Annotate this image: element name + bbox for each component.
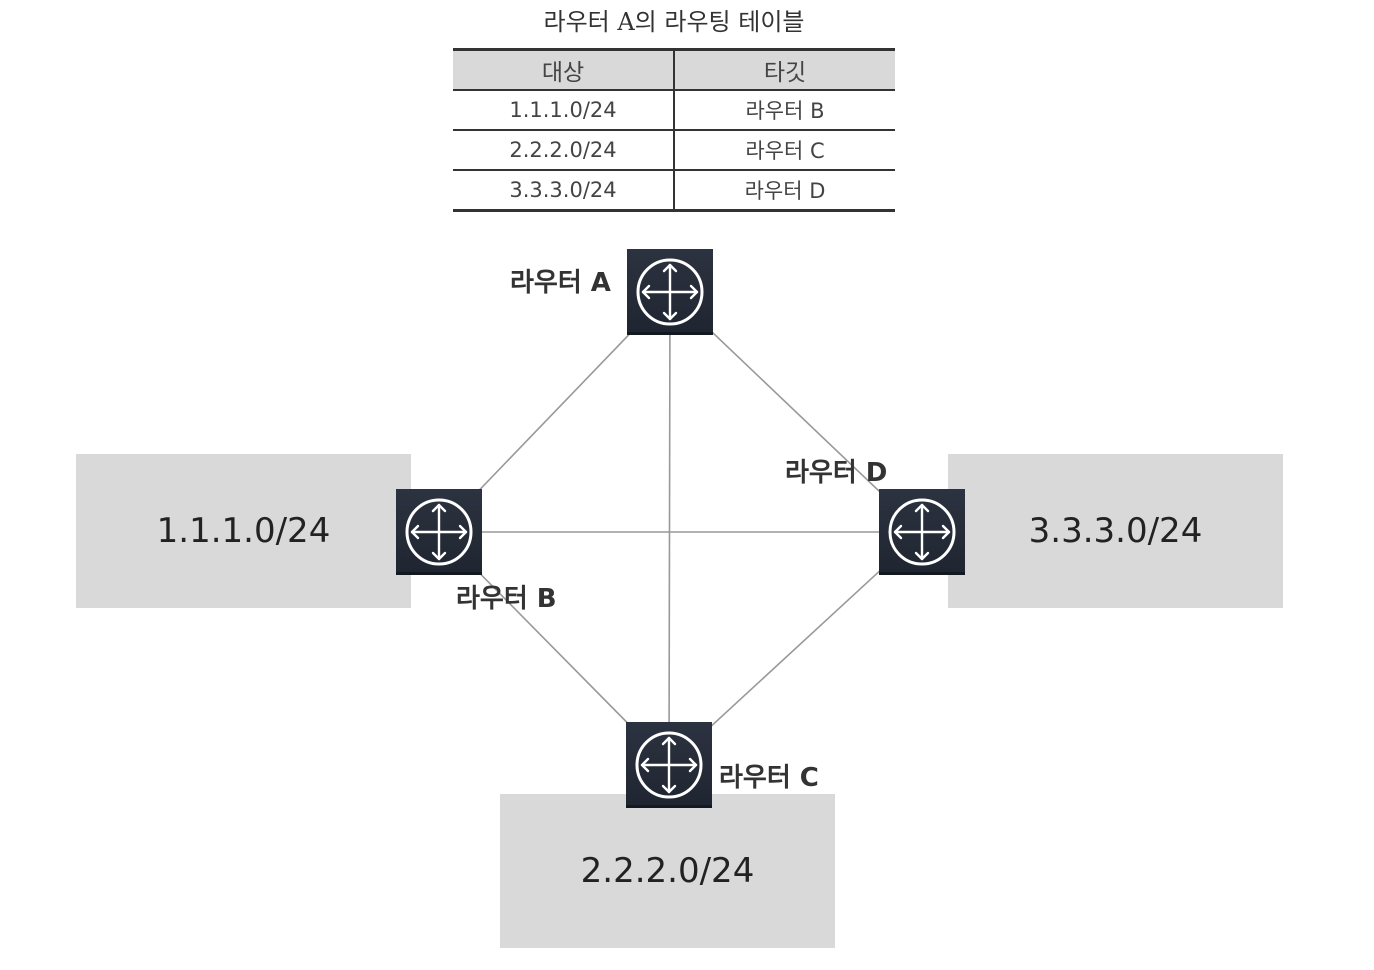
router-d-label: 라우터 D — [785, 458, 888, 488]
table-header-row: 대상 타깃 — [453, 48, 895, 91]
router-c — [626, 722, 712, 808]
target-cell: 라우터 C — [674, 130, 895, 171]
table-row: 2.2.2.0/24 라우터 C — [453, 130, 895, 171]
router-a — [627, 249, 713, 335]
network-label-right: 3.3.3.0/24 — [1028, 511, 1203, 551]
router-b-label: 라우터 B — [456, 584, 557, 614]
router-icon — [888, 498, 956, 566]
table-row: 1.1.1.0/24 라우터 B — [453, 90, 895, 131]
router-icon — [635, 731, 703, 799]
router-icon — [636, 258, 704, 326]
destination-cell: 1.1.1.0/24 — [453, 90, 675, 131]
link-a-c — [668, 291, 671, 766]
router-b — [396, 489, 482, 575]
network-box-left: 1.1.1.0/24 — [76, 454, 411, 608]
network-label-left: 1.1.1.0/24 — [156, 511, 331, 551]
router-c-label: 라우터 C — [719, 763, 819, 793]
column-header-destination: 대상 — [453, 48, 675, 91]
router-d — [879, 489, 965, 575]
network-box-bottom: 2.2.2.0/24 — [500, 794, 835, 948]
router-icon — [405, 498, 473, 566]
target-cell: 라우터 D — [674, 170, 895, 212]
target-cell: 라우터 B — [674, 90, 895, 131]
network-label-bottom: 2.2.2.0/24 — [580, 851, 755, 891]
destination-cell: 3.3.3.0/24 — [453, 170, 675, 212]
network-box-right: 3.3.3.0/24 — [948, 454, 1283, 608]
destination-cell: 2.2.2.0/24 — [453, 130, 675, 171]
routing-table: 대상 타깃 1.1.1.0/24 라우터 B 2.2.2.0/24 라우터 C … — [453, 48, 895, 212]
routing-table-title: 라우터 A의 라우팅 테이블 — [543, 8, 805, 36]
table-row: 3.3.3.0/24 라우터 D — [453, 170, 895, 212]
column-header-target: 타깃 — [674, 48, 895, 91]
router-a-label: 라우터 A — [510, 268, 611, 298]
